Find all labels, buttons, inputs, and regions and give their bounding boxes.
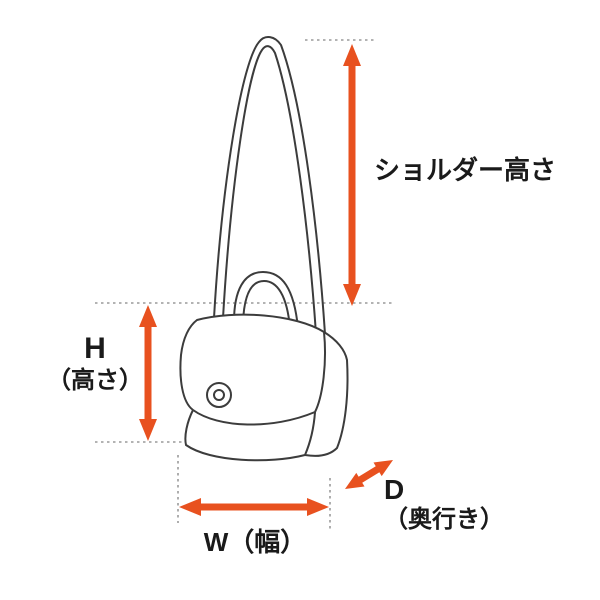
width-arrow-head-right xyxy=(307,498,329,516)
bag-gusset xyxy=(304,331,349,457)
bag-flap xyxy=(179,313,326,426)
depth-label-letter: D xyxy=(384,474,405,505)
depth-arrow xyxy=(358,466,380,483)
height-label-word: （高さ） xyxy=(47,366,143,394)
bag-handle-inner xyxy=(242,280,291,329)
shoulder-height-arrow-head-bottom xyxy=(343,284,361,306)
shoulder-height-arrow-head-top xyxy=(343,44,361,66)
height-label: H （高さ） xyxy=(28,332,162,394)
depth-label-word: （奥行き） xyxy=(384,506,504,534)
bag-handle-outer xyxy=(233,271,299,329)
bag-strap-outer xyxy=(213,36,326,335)
depth-label: D （奥行き） xyxy=(384,474,504,534)
height-label-letter: H xyxy=(84,332,106,365)
shoulder-height-label: ショルダー高さ xyxy=(374,155,557,185)
height-arrow-head-top xyxy=(139,305,157,327)
bag-strap-inner xyxy=(222,45,317,335)
width-label: W（幅） xyxy=(203,527,307,557)
depth-arrow-head-bottom xyxy=(345,472,365,489)
width-arrow-head-left xyxy=(179,498,201,516)
bag-clasp-inner xyxy=(213,389,225,401)
depth-arrow-head-top xyxy=(373,460,393,477)
height-arrow-head-bottom xyxy=(139,419,157,441)
